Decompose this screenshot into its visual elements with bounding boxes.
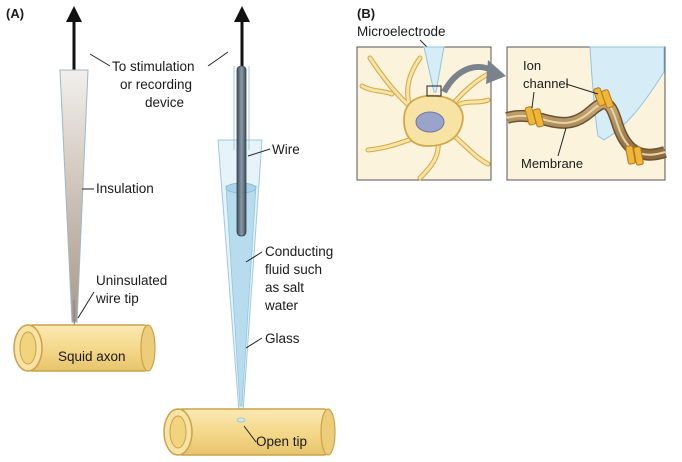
zoom-arrow-icon: [486, 60, 506, 84]
tip-label-line1: Uninsulated: [96, 273, 167, 288]
insulation-sheath: [59, 69, 89, 323]
open-tip-contact: [236, 417, 246, 423]
membrane-label: Membrane: [521, 156, 583, 171]
tip-leader: [77, 291, 95, 319]
membrane-leader: [557, 127, 567, 157]
device-leader-left: [89, 53, 111, 67]
neuron-panel: [356, 46, 492, 181]
arrow-head-icon: [66, 6, 82, 22]
device-label-line1: To stimulation: [112, 59, 195, 74]
ion-channel-1: [524, 106, 545, 128]
fluid-label-line4: water: [264, 298, 299, 313]
ion-channel-label-line1: Ion: [523, 58, 541, 73]
open-tip-label: Open tip: [256, 434, 307, 449]
ion-channel-label-line2: channel: [523, 76, 569, 91]
fluid-label-line2: fluid such: [265, 262, 322, 277]
electrode-zoom-tip: [589, 46, 665, 141]
glass-label: Glass: [265, 331, 300, 346]
fluid-label-line1: Conducting: [265, 244, 333, 259]
ion-channel-3: [625, 145, 644, 166]
squid-axon-left: [13, 324, 156, 372]
device-leader-right: [207, 51, 229, 67]
device-label-line3: device: [145, 95, 184, 110]
wire-label: Wire: [272, 142, 300, 157]
arrow-head-icon-right: [234, 6, 250, 22]
insulated-wire-electrode: [59, 6, 89, 333]
squid-axon-label: Squid axon: [58, 349, 126, 364]
microelectrode-label: Microelectrode: [357, 24, 446, 39]
nucleus: [415, 111, 445, 133]
squid-axon-right: [163, 408, 336, 456]
panel-a-label: (A): [6, 6, 24, 21]
tip-label-line2: wire tip: [95, 291, 139, 306]
microelectrode-tip: [423, 46, 445, 93]
ion-channel-leader-1: [531, 91, 535, 109]
open-tip-leader: [243, 425, 257, 443]
wire: [236, 65, 247, 237]
glass-micropipette: [217, 6, 263, 413]
membrane-panel: [505, 46, 667, 181]
fluid-leader: [245, 251, 263, 263]
insulation-label: Insulation: [96, 181, 154, 196]
zoom-box: [426, 85, 442, 97]
device-label-line2: or recording: [120, 77, 192, 92]
fluid-label-line3: as salt: [265, 280, 304, 295]
ion-channel-leader-2: [565, 83, 599, 95]
glass-leader: [245, 337, 263, 349]
wire-leader: [247, 148, 271, 157]
ion-channel-2: [593, 87, 614, 109]
panel-b-label: (B): [357, 6, 375, 21]
